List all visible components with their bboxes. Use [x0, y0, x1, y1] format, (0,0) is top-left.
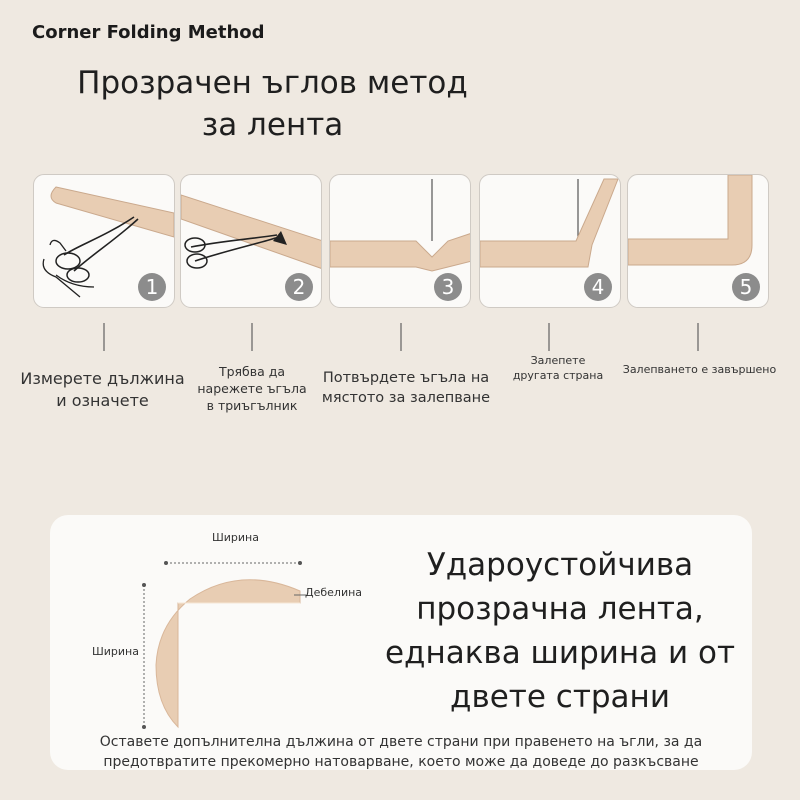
step-caption-4-line-2: другата страна: [512, 369, 604, 382]
note-line-1: Оставете допълнителна дължина от двете с…: [99, 734, 703, 750]
headline-line-1: Удароустойчива: [426, 547, 694, 583]
step-caption-5-line-1: Залепването е завършено: [622, 363, 777, 376]
headline-line-4: двете страни: [450, 679, 670, 715]
step-card-4: 4: [479, 174, 621, 308]
step-number-1: 1: [138, 273, 166, 301]
step-card-2: 2: [180, 174, 322, 308]
measure-illustration: [42, 186, 174, 298]
info-panel: Ширина Ширина Дебелина Удароустойчива пр…: [50, 515, 752, 770]
headline-line-2: прозрачна лента,: [416, 591, 704, 627]
step-caption-2-line-3: в триъгълник: [206, 398, 298, 413]
cut-triangle-illustration: [181, 194, 321, 269]
step-caption-3-line-2: мястото за залепване: [321, 390, 491, 406]
width-top-label: Ширина: [212, 531, 259, 544]
step-caption-4: Залепете другата страна: [503, 353, 613, 383]
confirm-corner-illustration: [330, 179, 470, 272]
panel-headline: Удароустойчива прозрачна лента, еднаква …: [370, 543, 750, 719]
brand-label: Corner Folding Method: [32, 22, 265, 43]
stick-other-side-illustration: [480, 178, 619, 268]
step-number-4: 4: [584, 273, 612, 301]
step-divider-5: [697, 323, 699, 351]
step-caption-1-line-1: Измерете дължина: [20, 369, 185, 388]
step-divider-2: [251, 323, 253, 351]
completed-illustration: [628, 175, 753, 266]
title-line-2: за лента: [201, 107, 344, 143]
step-divider-1: [103, 323, 105, 351]
tape-profile-diagram: [142, 561, 306, 729]
step-caption-4-line-1: Залепете: [530, 354, 586, 367]
width-left-label: Ширина: [92, 645, 139, 658]
step-caption-3-line-1: Потвърдете ъгъла на: [322, 370, 490, 386]
step-card-3: 3: [329, 174, 471, 308]
page-title: Прозрачен ъглов метод за лента: [0, 62, 545, 146]
step-number-3: 3: [434, 273, 462, 301]
step-caption-1: Измерете дължина и означете: [10, 368, 195, 412]
step-divider-4: [548, 323, 550, 351]
step-number-5: 5: [732, 273, 760, 301]
headline-line-3: еднаква ширина и от: [384, 635, 736, 671]
step-caption-5: Залепването е завършено: [612, 362, 787, 377]
panel-note: Оставете допълнителна дължина от двете с…: [70, 732, 732, 770]
step-caption-2: Трябва да нарежете ъгъла в триъгълник: [182, 363, 322, 414]
note-line-2: предотвратите прекомерно натоварване, ко…: [103, 754, 699, 770]
step-card-5: 5: [627, 174, 769, 308]
title-line-1: Прозрачен ъглов метод: [77, 65, 468, 101]
step-caption-2-line-2: нарежете ъгъла: [197, 381, 307, 396]
step-card-1: 1: [33, 174, 175, 308]
step-caption-2-line-1: Трябва да: [218, 364, 286, 379]
step-caption-3: Потвърдете ъгъла на мястото за залепване: [312, 368, 500, 408]
step-number-2: 2: [285, 273, 313, 301]
steps-row: 1 2 3 4 5: [10, 174, 787, 414]
thickness-label: Дебелина: [305, 586, 363, 599]
step-caption-1-line-2: и означете: [56, 391, 149, 410]
step-divider-3: [400, 323, 402, 351]
